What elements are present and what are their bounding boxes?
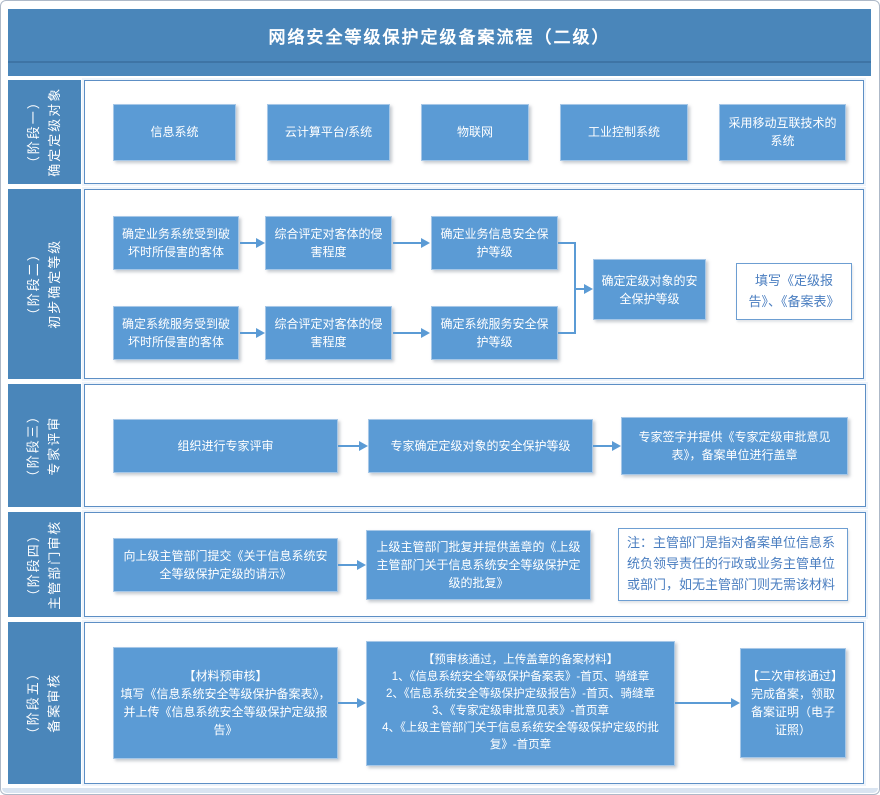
flow-box-upload-title: 【预审核通过，上传盖章的备案材料】: [422, 653, 619, 666]
flow-box-pre-review-body: 填写《信息系统安全等级保护备案表》，并上传《信息系统安全等级保护定级报告》: [120, 687, 331, 737]
flow-box-final-pass-title: 【二次审核通过】: [747, 669, 844, 683]
flow-box-upload-item: 3、《专家定级审批意见表》-首页章: [432, 705, 609, 717]
stage2-label-line1: （阶段二）: [25, 246, 41, 322]
stage5-label-text: （阶段五） 备案审核: [24, 665, 66, 740]
flow-box-iot: 物联网: [421, 103, 529, 161]
flow-box-info-system: 信息系统: [113, 103, 236, 161]
stage5-label-line1: （阶段五）: [25, 665, 41, 741]
flow-box-upload-item: 1、《信息系统安全等级保护备案表》-首页、骑缝章: [391, 670, 650, 683]
flow-box-mobile-internet: 采用移动互联技术的系统: [719, 103, 846, 161]
note-box-authority: 注：主管部门是指对备案单位信息系统负领导责任的行政或业务主管单位或部门，如无主管…: [618, 528, 848, 601]
flow-box-final-level: 确定定级对象的安全保护等级: [593, 259, 706, 320]
flow-box-service-object: 确定系统服务受到破坏时所侵害的客体: [113, 306, 239, 360]
stage4-label-line2: 主管部门审核: [46, 519, 62, 610]
flow-box-upload-item: 2、《信息系统安全等级保护定级报告》-首页、骑缝章: [386, 687, 655, 700]
flow-box-service-harm: 综合评定对客体的侵害程度: [265, 306, 392, 360]
connector-line: [558, 332, 576, 334]
flow-box-final-pass-body: 完成备案，领取备案证明（电子证照）: [750, 687, 835, 737]
stage5-panel: 【材料预审核】 填写《信息系统安全等级保护备案表》，并上传《信息系统安全等级保护…: [84, 622, 864, 784]
flow-box-pre-review: 【材料预审核】 填写《信息系统安全等级保护备案表》，并上传《信息系统安全等级保护…: [113, 647, 338, 759]
flow-box-pre-review-title: 【材料预审核】: [183, 669, 268, 683]
arrow-right-icon: [338, 440, 368, 452]
arrow-right-icon: [240, 237, 265, 249]
connector-line: [576, 288, 585, 290]
stage4-row: （阶段四） 主管部门审核 向上级主管部门提交《关于信息系统安全等级保护定级的请示…: [8, 512, 871, 617]
stage1-panel: 信息系统 云计算平台/系统 物联网 工业控制系统 采用移动互联技术的系统: [84, 80, 864, 184]
stage3-label-line1: （阶段三）: [25, 407, 41, 484]
stage2-label-line2: 初步确定等级: [46, 238, 62, 330]
flow-box-business-level: 确定业务信息安全保护等级: [431, 216, 558, 270]
stage1-label-text: （阶段一） 确定定级对象: [24, 87, 66, 177]
title-bar: 网络安全等级保护定级备案流程（二级）: [8, 9, 871, 76]
arrow-right-icon: [240, 327, 265, 339]
arrowhead-icon: [584, 284, 593, 294]
flow-box-industrial-control: 工业控制系统: [560, 103, 688, 161]
stage2-label-text: （阶段二） 初步确定等级: [24, 239, 66, 329]
stage3-row: （阶段三） 专家评审 组织进行专家评审 专家确定定级对象的安全保护等级 专家签字…: [8, 384, 871, 507]
page-title: 网络安全等级保护定级备案流程（二级）: [268, 27, 611, 47]
connector-line: [558, 242, 576, 244]
arrow-right-icon: [393, 327, 430, 339]
stage1-row: （阶段一） 确定定级对象 信息系统 云计算平台/系统 物联网 工业控制系统 采用…: [8, 80, 871, 184]
stage2-row: （阶段二） 初步确定等级 确定业务系统受到破坏时所侵害的客体 综合评定对客体的侵…: [8, 189, 871, 379]
stage1-label: （阶段一） 确定定级对象: [8, 80, 81, 184]
flow-box-expert-sign: 专家签字并提供《专家定级审批意见表》，备案单位进行盖章: [621, 416, 848, 475]
stage4-label-text: （阶段四） 主管部门审核: [24, 519, 66, 609]
bottom-edge-strip: [2, 788, 878, 793]
stage-rows: （阶段一） 确定定级对象 信息系统 云计算平台/系统 物联网 工业控制系统 采用…: [8, 80, 871, 784]
flow-box-expert-review: 组织进行专家评审: [113, 418, 338, 473]
stage1-label-line2: 确定定级对象: [46, 86, 62, 178]
flow-box-submit-request: 向上级主管部门提交《关于信息系统安全等级保护定级的请示》: [113, 537, 338, 592]
title-strip: [8, 63, 871, 76]
stage5-label-line2: 备案审核: [46, 672, 62, 734]
title-divider: [8, 61, 871, 63]
flow-box-cloud-platform: 云计算平台/系统: [267, 103, 390, 161]
flow-box-service-level: 确定系统服务安全保护等级: [431, 306, 558, 360]
stage4-label-line1: （阶段四）: [25, 526, 41, 603]
note-box-fill-report: 填写《定级报告》、《备案表》: [736, 263, 852, 320]
arrow-right-icon: [675, 697, 740, 709]
stage3-label: （阶段三） 专家评审: [8, 384, 81, 507]
stage1-label-line1: （阶段一）: [25, 94, 41, 170]
flow-box-expert-confirm: 专家确定定级对象的安全保护等级: [368, 418, 593, 473]
stage4-panel: 向上级主管部门提交《关于信息系统安全等级保护定级的请示》 上级主管部门批复并提供…: [84, 512, 866, 617]
flow-box-final-pass: 【二次审核通过】 完成备案，领取备案证明（电子证照）: [740, 648, 846, 758]
arrow-right-icon: [393, 237, 430, 249]
connector-line: [574, 242, 576, 334]
stage5-row: （阶段五） 备案审核 【材料预审核】 填写《信息系统安全等级保护备案表》，并上传…: [8, 622, 871, 784]
arrow-right-icon: [338, 559, 366, 571]
flow-box-upload-item: 4、《上级主管部门关于信息系统安全等级保护定级的批复》-首页章: [382, 722, 659, 752]
flow-box-business-object: 确定业务系统受到破坏时所侵害的客体: [113, 216, 239, 270]
stage2-label: （阶段二） 初步确定等级: [8, 189, 81, 379]
arrow-right-icon: [593, 440, 621, 452]
stage3-label-text: （阶段三） 专家评审: [24, 408, 66, 483]
stage3-label-line2: 专家评审: [46, 415, 62, 476]
stage2-panel: 确定业务系统受到破坏时所侵害的客体 综合评定对客体的侵害程度 确定业务信息安全保…: [84, 189, 864, 379]
flowchart-frame: 网络安全等级保护定级备案流程（二级） （阶段一） 确定定级对象 信息系统 云计算…: [8, 9, 871, 784]
stage3-panel: 组织进行专家评审 专家确定定级对象的安全保护等级 专家签字并提供《专家定级审批意…: [84, 384, 866, 507]
flow-box-upload-materials: 【预审核通过，上传盖章的备案材料】 1、《信息系统安全等级保护备案表》-首页、骑…: [366, 640, 675, 766]
stage4-label: （阶段四） 主管部门审核: [8, 512, 81, 617]
flow-box-superior-approve: 上级主管部门批复并提供盖章的《上级主管部门关于信息系统安全等级保护定级的批复》: [366, 529, 591, 600]
arrow-right-icon: [338, 697, 366, 709]
stage5-label: （阶段五） 备案审核: [8, 622, 81, 784]
flow-box-business-harm: 综合评定对客体的侵害程度: [265, 216, 392, 270]
